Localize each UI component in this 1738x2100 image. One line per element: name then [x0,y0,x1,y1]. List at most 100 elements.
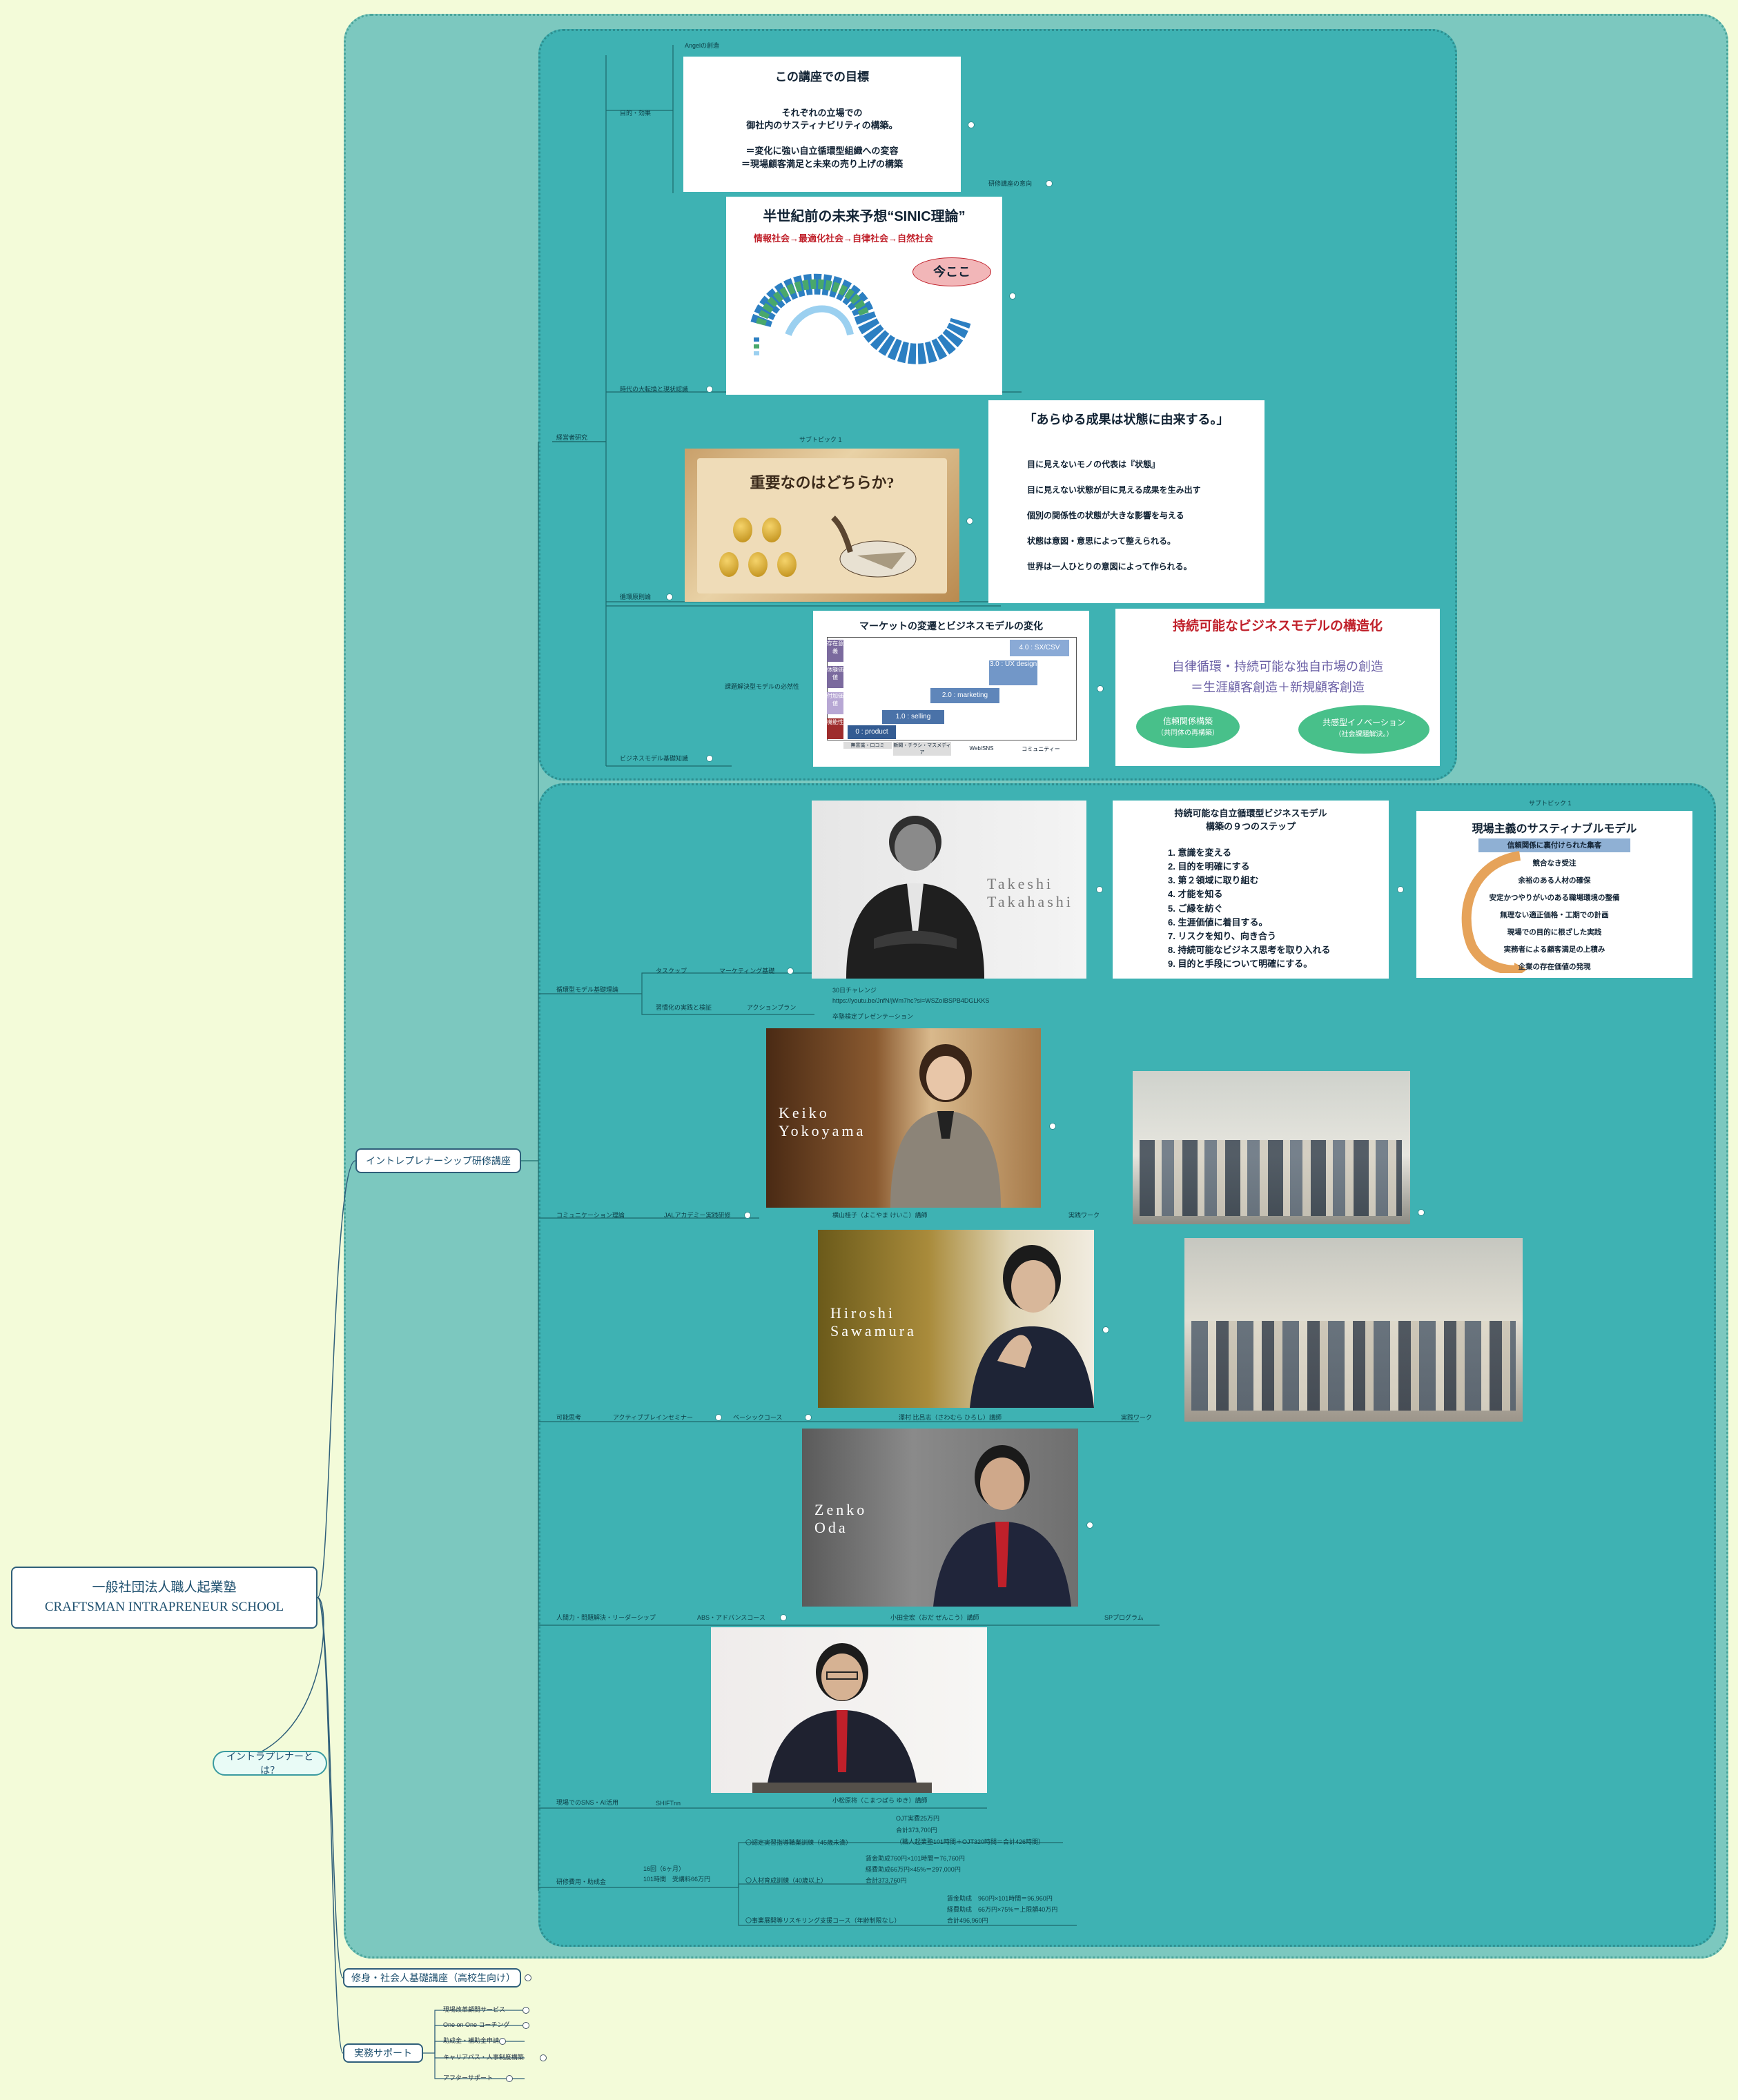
market-row-label: 体験価値 [827,666,843,688]
expand-keiko[interactable] [1049,1123,1056,1130]
innovation-bubble-sub: （社会課題解決。） [1334,731,1394,738]
label-sub3b[interactable]: 経費助成 66万円×75%＝上限額40万円 [947,1906,1058,1913]
label-practice[interactable]: 習慣化の実践と検証 [656,1004,712,1011]
label-sub2c[interactable]: 合計373,760円 [866,1877,907,1884]
expand-book-card[interactable] [966,518,973,524]
label-sub3[interactable]: 〇事業展開等リスキリング支援コース（年齢制限なし） [745,1917,901,1924]
label-task[interactable]: タスクップ [656,968,687,974]
expand-marketing[interactable] [787,968,794,974]
label-bm-basics[interactable]: ビジネスモデル基礎知識 [620,755,689,762]
label-sessions[interactable]: 16回（6ヶ月） [643,1865,685,1872]
expand-steps-card[interactable] [1397,886,1404,893]
label-sub1a[interactable]: OJT実費25万円 [896,1815,940,1822]
name-line: Takahashi [987,893,1073,911]
expand-support-item[interactable] [499,2038,506,2045]
egg-icon [777,552,797,577]
label-angel[interactable]: Angelの創造 [685,42,720,49]
expand-zenko[interactable] [1086,1522,1093,1529]
label-basic-course[interactable]: ベーシックコース [733,1414,783,1421]
label-practice-work[interactable]: 実践ワーク [1068,1212,1100,1219]
branch-kids-course[interactable]: 修身・社会人基礎講座（高校生向け） [343,1968,521,1988]
expand-support-item[interactable] [540,2054,547,2061]
support-item[interactable]: One on One コーチング [443,2021,510,2028]
step-item: 4. 才能を知る [1168,889,1223,900]
label-presentation[interactable]: 卒塾検定プレゼンテーション [832,1013,913,1020]
label-action[interactable]: アクションプラン [747,1004,797,1011]
label-hours[interactable]: 101時間 受講料66万円 [643,1876,711,1883]
label-practice-work2[interactable]: 実践ワーク [1121,1414,1153,1421]
expand-jal[interactable] [744,1212,751,1219]
market-col-label: Web/SNS [969,745,994,752]
expand-training-photo-1[interactable] [1418,1209,1425,1216]
label-bm-basic-theory[interactable]: 循環型モデル基礎理論 [556,986,619,993]
label-abs[interactable]: ABS・アドバンスコース [697,1614,765,1621]
bubble-text: 今ここ [933,265,970,279]
expand-support-item[interactable] [506,2075,513,2082]
keiko-name: Keiko Yokoyama [779,1104,866,1141]
label-era[interactable]: 時代の大転換と現状認識 [620,386,689,393]
expand-abs[interactable] [780,1614,787,1621]
expand-hiroshi[interactable] [1102,1326,1109,1333]
label-comm[interactable]: コミュニケーション理論 [556,1212,625,1219]
label-sub2b[interactable]: 経費助成66万円×45%＝297,000円 [866,1866,961,1873]
link-youtube[interactable]: https://youtu.be/JnfN/jWm7hc?si=WSZoIBSP… [832,997,990,1004]
state-card-title: 「あらゆる成果は状態に由来する。」 [1024,413,1229,426]
label-intro[interactable]: 研修講座の意向 [988,180,1033,187]
state-card-line: 目に見えないモノの代表は『状態』 [1027,460,1160,469]
state-card-line: 個別の関係性の状態が大きな影響を与える [1027,511,1184,520]
label-purpose[interactable]: 目的・効果 [620,110,652,117]
expand-intro[interactable] [1046,180,1053,187]
step-item: 7. リスクを知り、向き合う [1168,930,1276,941]
label-jal[interactable]: JALアカデミー実践研修 [664,1212,731,1219]
label-oda[interactable]: 小田全宏（おだ ぜんこう）講師 [890,1614,979,1621]
expand-market-card[interactable] [1097,685,1104,692]
root-node[interactable]: 一般社団法人職人起業塾 CRAFTSMAN INTRAPRENEUR SCHOO… [11,1567,318,1629]
label-marketing[interactable]: マーケティング基礎 [719,968,775,974]
expand-sinic-card[interactable] [1009,293,1016,300]
person-silhouette [970,1245,1094,1408]
label-bm-review[interactable]: 課題解決型モデルの必然性 [725,683,800,690]
label-sub1b[interactable]: 合計373,700円 [896,1827,937,1834]
expand-active[interactable] [715,1414,722,1421]
support-item[interactable]: アフターサポート [443,2074,493,2081]
expand-state-theory[interactable] [666,593,673,600]
support-item[interactable]: 現場改革顧問サービス [443,2006,506,2013]
label-leader[interactable]: 人間力・問題解決・リーダーシップ [556,1614,656,1621]
field-card-title: 現場主義のサスティナブルモデル [1472,823,1637,835]
label-state-theory[interactable]: 循環原則論 [620,593,652,600]
support-item[interactable]: 助成金・補助金申請 [443,2037,500,2044]
expand-support-item[interactable] [523,2007,529,2014]
branch-practical-support[interactable]: 実務サポート [343,2043,423,2063]
trust-bubble: 信頼関係構築 （共同体の再構築） [1136,705,1240,748]
expand-support-item[interactable] [523,2022,529,2029]
label-active[interactable]: アクティブブレインセミナー [613,1414,694,1421]
label-shop[interactable]: SHIFTnn [656,1800,681,1807]
expand-bm-basics[interactable] [706,755,713,762]
label-basics[interactable]: 経営者研究 [556,434,588,441]
label-vision[interactable]: 可能思考 [556,1414,582,1421]
expand-basic-course[interactable] [805,1414,812,1421]
label-yokoyama[interactable]: 横山桂子（よこやま けいこ）講師 [832,1212,928,1219]
expand-takeshi[interactable] [1096,886,1103,893]
expand-kids-course[interactable] [525,1974,531,1981]
branch-what-is[interactable]: イントラプレナーとは？ [213,1751,327,1776]
label-challenge[interactable]: 30日チャレンジ [832,987,877,994]
label-sawamura[interactable]: 澤村 比呂志（さわむら ひろし）講師 [899,1414,1002,1421]
label-sub2[interactable]: 〇人材育成訓練（40歳以上） [745,1877,828,1884]
state-card-line: 状態は意図・意思によって整えられる。 [1027,536,1176,546]
label-sub1c[interactable]: （職人起業塾101時間＋OJT320時間＝合計426時間） [896,1838,1045,1845]
label-komatsubara[interactable]: 小松原将（こまつばら ゆき）講師 [832,1797,928,1804]
label-sub2a[interactable]: 賃金助成760円×101時間＝76,760円 [866,1855,965,1862]
branch-intrapreneurship-course[interactable]: イントレプレナーシップ研修講座 [355,1148,521,1173]
label-sub3c[interactable]: 合計496,960円 [947,1917,988,1924]
expand-goal-card[interactable] [968,121,975,128]
label-cost[interactable]: 研修費用・助成金 [556,1878,607,1885]
label-sub3a[interactable]: 賃金助成 960円×101時間＝96,960円 [947,1895,1053,1902]
label-sub1[interactable]: 〇認定実習指導職業訓練（45歳未満） [745,1839,852,1846]
label-sp[interactable]: SPプログラム [1104,1614,1144,1621]
support-item[interactable]: キャリアパス・人事制度構築 [443,2054,524,2061]
label-subtopic[interactable]: サブトピック 1 [1529,800,1572,807]
label-subtopic[interactable]: サブトピック 1 [799,436,842,443]
label-ai[interactable]: 現場でのSNS・AI活用 [556,1799,619,1806]
expand-era[interactable] [706,386,713,393]
